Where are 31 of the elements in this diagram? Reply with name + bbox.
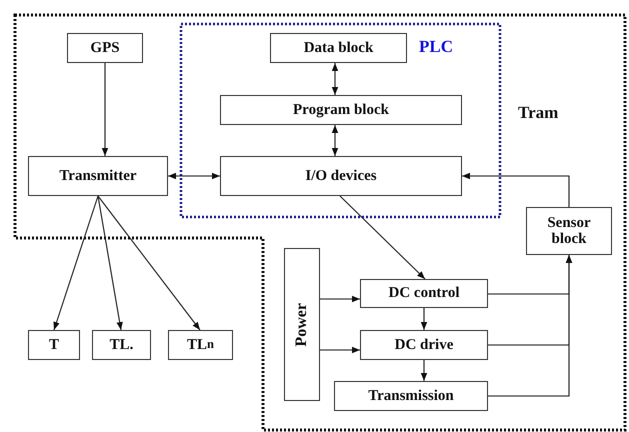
arrow: [488, 255, 572, 397]
block-box: Data block: [270, 33, 407, 63]
arrow: [102, 63, 108, 156]
plc-boundary: [181, 24, 500, 217]
block-label: Power: [293, 302, 311, 346]
block-box: Transmitter: [28, 156, 168, 196]
block-box: GPS: [67, 33, 143, 63]
arrow: [332, 125, 338, 156]
arrow: [340, 196, 426, 280]
arrow: [320, 296, 360, 302]
arrow: [168, 172, 220, 180]
arrow: [462, 172, 570, 207]
tram-boundary: [15, 15, 625, 430]
block-box: DC drive: [360, 330, 488, 360]
arrow: [332, 63, 338, 95]
arrow: [98, 196, 200, 330]
arrow: [420, 308, 428, 330]
block-box: DC control: [360, 279, 488, 308]
group-label: PLC: [419, 37, 453, 57]
arrow: [97, 196, 123, 330]
block-box: T: [28, 330, 80, 360]
block-box: Sensor block: [526, 207, 612, 255]
block-box: TL.: [92, 330, 151, 360]
arrow: [420, 360, 428, 381]
block-box: I/O devices: [220, 156, 462, 196]
block-box: [284, 248, 320, 401]
group-label: Tram: [518, 103, 558, 123]
arrow: [320, 346, 360, 354]
arrow: [53, 196, 99, 330]
block-box: Transmission: [334, 381, 488, 411]
block-box: Program block: [220, 95, 462, 125]
